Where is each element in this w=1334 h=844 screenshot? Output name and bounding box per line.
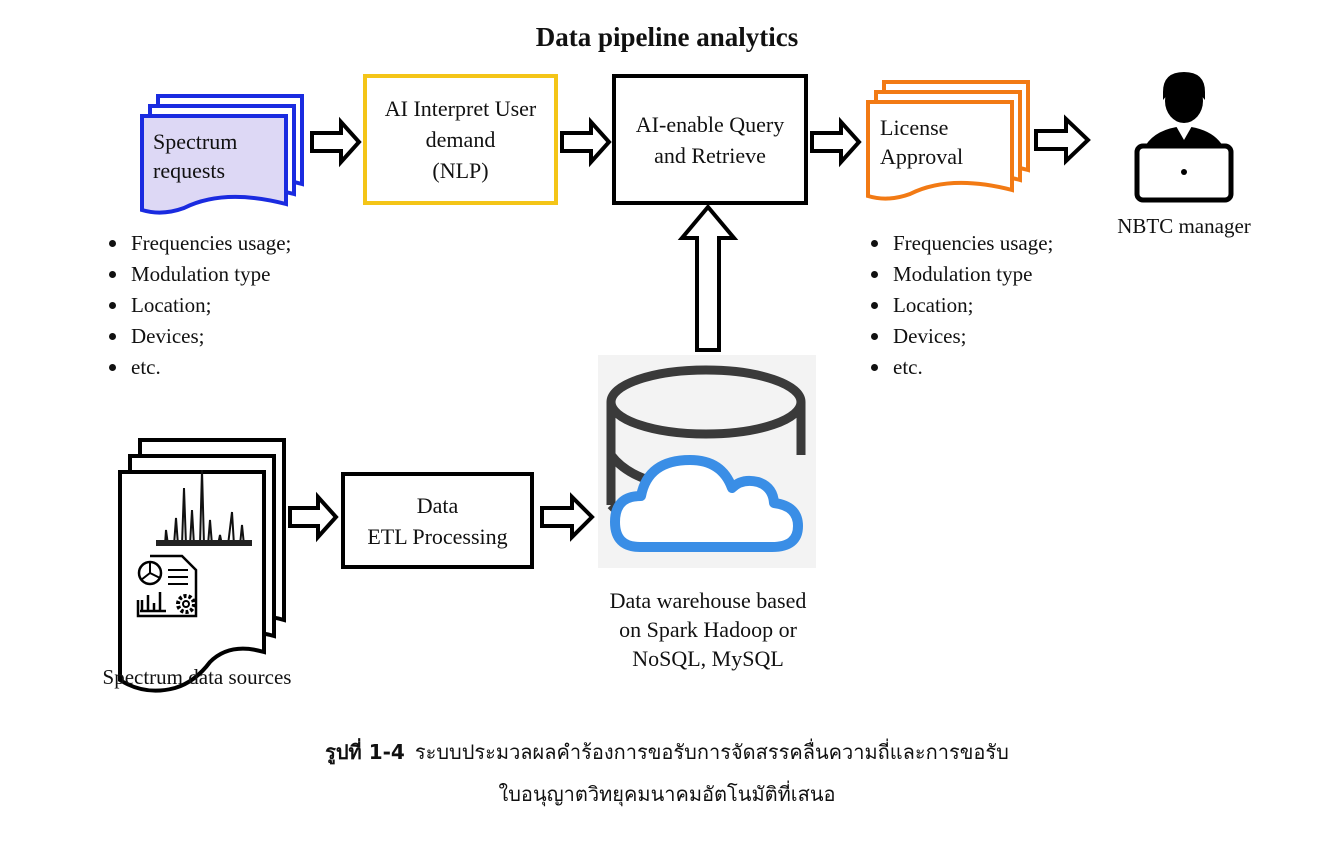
etl-label: Data ETL Processing: [367, 492, 508, 549]
arrow-sources-to-etl: [288, 491, 339, 543]
list-item: etc.: [107, 352, 291, 383]
ai-interpret-box: AI Interpret User demand (NLP): [363, 74, 558, 205]
list-item: Location;: [869, 290, 1053, 321]
gear-icon: [176, 594, 196, 614]
warehouse-label: Data warehouse based on Spark Hadoop or …: [609, 588, 807, 671]
list-item: Modulation type: [107, 259, 291, 290]
arrow-ai-to-query: [560, 116, 612, 168]
arrow-license-to-manager: [1034, 114, 1091, 166]
license-doc-stack: [866, 80, 1030, 201]
ai-interpret-label: AI Interpret User demand (NLP): [384, 96, 537, 183]
manager-head: [1165, 79, 1203, 123]
arrow-requests-to-ai: [310, 116, 362, 168]
diagram-title: Data pipeline analytics: [535, 22, 799, 52]
spectrum-requests-doc-stack: [140, 94, 304, 215]
sources-page-front: [118, 470, 266, 693]
arrow-warehouse-to-query: [677, 203, 739, 352]
manager-label: NBTC manager: [1117, 214, 1251, 238]
list-item: Modulation type: [869, 259, 1053, 290]
arrow-etl-to-warehouse: [540, 492, 595, 542]
ai-query-box: AI-enable Query and Retrieve: [612, 74, 808, 205]
list-item: etc.: [869, 352, 1053, 383]
license-page-front: [866, 100, 1014, 201]
list-item: Devices;: [869, 321, 1053, 352]
data-sources-label: Spectrum data sources: [102, 665, 292, 689]
spectrum-requests-label: Spectrum requests: [153, 129, 238, 183]
figure-caption-line1: รูปที่ 1-4 ระบบประมวลผลคำร้องการขอรับการจ…: [0, 736, 1334, 768]
list-item: Devices;: [107, 321, 291, 352]
data-warehouse-icon: [598, 355, 816, 568]
left-attribute-list: Frequencies usage; Modulation type Locat…: [107, 228, 291, 383]
spectrum-plot-base: [156, 540, 252, 546]
report-icon: [136, 554, 198, 618]
manager-collar: [1176, 126, 1192, 140]
list-item: Frequencies usage;: [869, 228, 1053, 259]
arrow-query-to-license: [810, 116, 862, 168]
manager-icon: [1134, 72, 1234, 203]
figure-caption-line2: ใบอนุญาตวิทยุคมนาคมอัตโนมัติที่เสนอ: [498, 782, 836, 806]
figure-caption-text: ระบบประมวลผลคำร้องการขอรับการจัดสรรคลื่น…: [414, 740, 1009, 764]
list-item: Location;: [107, 290, 291, 321]
list-item: Frequencies usage;: [107, 228, 291, 259]
cloud-icon: [610, 455, 803, 552]
right-attribute-list: Frequencies usage; Modulation type Locat…: [869, 228, 1053, 383]
etl-box: Data ETL Processing: [341, 472, 534, 569]
ai-query-label: AI-enable Query and Retrieve: [635, 111, 785, 168]
spectrum-plot-icon: [158, 469, 250, 546]
license-label: License Approval: [880, 115, 964, 169]
spectrum-requests-page-front: [140, 114, 288, 215]
manager-laptop-dot: [1181, 169, 1187, 175]
data-sources-doc-stack: [118, 438, 286, 693]
figure-caption-label: รูปที่ 1-4: [325, 740, 405, 764]
